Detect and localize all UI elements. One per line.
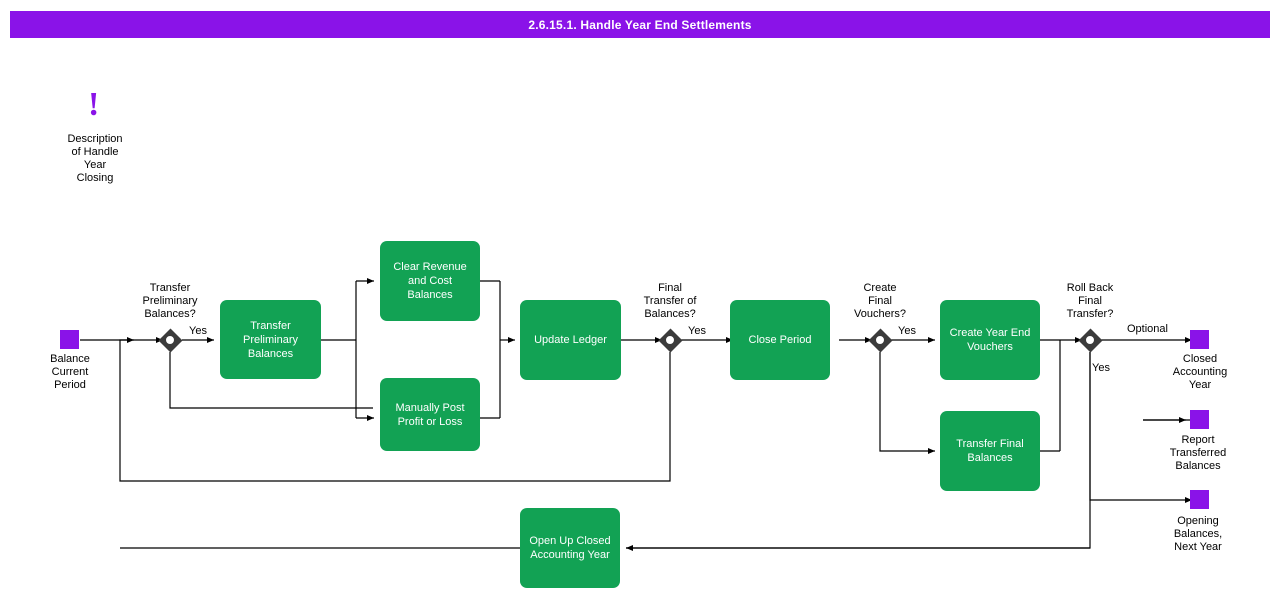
flow-label-yes-create-final-vouchers: Yes [898,325,916,337]
flow-label-yes-final-transfer: Yes [688,325,706,337]
gateway-final-transfer-of-balances-label: Final Transfer of Balances? [643,282,697,320]
task-manually-post-profit-or-loss[interactable]: Manually Post Profit or Loss [380,378,480,451]
gateway-transfer-preliminary-balances[interactable] [157,327,183,353]
task-clear-revenue-and-cost-balances[interactable]: Clear Revenue and Cost Balances [380,241,480,321]
gateway-final-transfer-of-balances[interactable] [657,327,683,353]
flow-label-optional-roll-back: Optional [1127,323,1168,335]
gateway-event-ring-icon [875,335,885,345]
task-open-up-closed-accounting-year[interactable]: Open Up Closed Accounting Year [520,508,620,588]
gateway-transfer-preliminary-balances-label: Transfer Preliminary Balances? [142,282,198,320]
gateway-roll-back-final-transfer[interactable] [1077,327,1103,353]
description-note-icon: ! [88,86,100,123]
gateway-event-ring-icon [165,335,175,345]
task-transfer-final-balances[interactable]: Transfer Final Balances [940,411,1040,491]
gateway-create-final-vouchers-label: Create Final Vouchers? [854,282,906,320]
task-close-period[interactable]: Close Period [730,300,830,380]
data-object-opening-balances-next-year[interactable] [1190,490,1209,509]
data-object-opening-balances-next-year-label: Opening Balances, Next Year [1173,515,1223,553]
task-create-year-end-vouchers[interactable]: Create Year End Vouchers [940,300,1040,380]
page-title-bar: 2.6.15.1. Handle Year End Settlements [10,11,1270,38]
page-title: 2.6.15.1. Handle Year End Settlements [528,17,752,32]
flow-label-yes-transfer-preliminary: Yes [189,325,207,337]
data-object-report-transferred-balances[interactable] [1190,410,1209,429]
gateway-roll-back-final-transfer-label: Roll Back Final Transfer? [1066,282,1114,320]
data-object-balance-current-period[interactable] [60,330,79,349]
data-object-closed-accounting-year[interactable] [1190,330,1209,349]
task-update-ledger[interactable]: Update Ledger [520,300,621,380]
gateway-event-ring-icon [1085,335,1095,345]
gateway-create-final-vouchers[interactable] [867,327,893,353]
data-object-report-transferred-balances-label: Report Transferred Balances [1169,434,1227,472]
task-transfer-preliminary-balances[interactable]: Transfer Preliminary Balances [220,300,321,379]
data-object-closed-accounting-year-label: Closed Accounting Year [1172,353,1228,391]
description-note-label: Description of Handle Year Closing [67,133,123,184]
flow-label-yes-roll-back: Yes [1092,362,1110,374]
data-object-balance-current-period-label: Balance Current Period [50,353,90,391]
gateway-event-ring-icon [665,335,675,345]
